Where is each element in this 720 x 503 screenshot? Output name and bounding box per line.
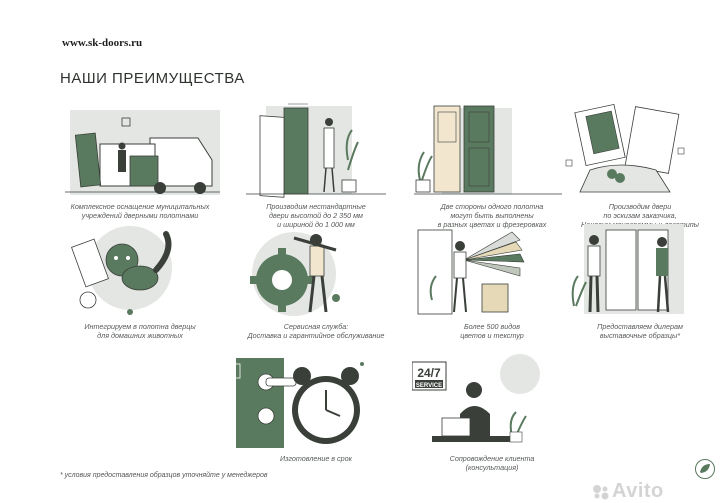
advantage-caption: Сопровождение клиента(консультация)	[449, 454, 535, 472]
tall-door-illustration	[246, 103, 386, 198]
service-label: SERVICE	[416, 383, 442, 389]
showroom-samples-illustration	[571, 224, 684, 314]
eco-leaf-icon	[695, 459, 715, 479]
avito-logo-icon	[593, 485, 609, 500]
truck-delivery-illustration	[65, 110, 220, 195]
support-operator-illustration: 24/7 SERVICE	[412, 354, 540, 443]
sketch-drawings-illustration	[565, 103, 685, 193]
gear-mechanic-illustration	[250, 232, 340, 316]
advantage-caption: Изготовление в срок	[279, 454, 353, 463]
alarm-clock-illustration	[236, 358, 364, 448]
service-hours: 24/7	[417, 366, 441, 380]
advantage-caption: Сервисная служба:Доставка и гарантийное …	[247, 322, 385, 340]
avito-watermark: Avito	[612, 480, 664, 502]
double-color-door-illustration	[414, 105, 562, 195]
color-samples-illustration	[417, 229, 525, 315]
cat-astronaut-illustration	[71, 226, 172, 315]
site-url[interactable]: www.sk-doors.ru	[62, 37, 143, 49]
page-title: НАШИ ПРЕИМУЩЕСТВА	[60, 70, 245, 87]
footnote: * условия предоставления образцов уточня…	[60, 472, 268, 479]
